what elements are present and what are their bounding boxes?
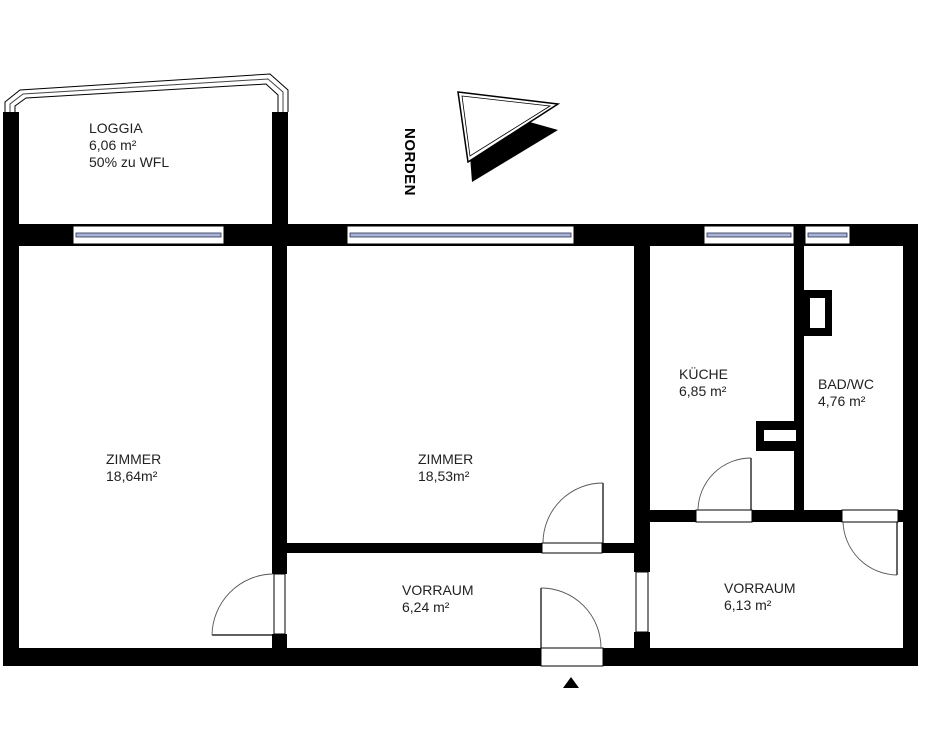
room-area: 4,76 m² [818, 393, 866, 409]
wall-zimmer-divider-lower [272, 634, 287, 654]
room-note: 50% zu WFL [89, 154, 170, 170]
room-name: BAD/WC [818, 376, 874, 392]
right-wall [903, 224, 918, 666]
window-kueche [703, 225, 795, 245]
room-label-loggia: LOGGIA 6,06 m² 50% zu WFL [89, 120, 169, 171]
room-label-kueche: KÜCHE 6,85 m² [679, 366, 728, 400]
north-label: NORDEN [401, 128, 418, 197]
room-area: 6,06 m² [89, 137, 137, 153]
door-entrance[interactable] [540, 587, 604, 667]
door-zimmer-left[interactable] [211, 573, 286, 636]
wall-zimmer-vorraum-right [602, 543, 644, 553]
wall-zimmer-kueche [634, 224, 650, 572]
room-area: 6,24 m² [402, 599, 450, 615]
room-area: 18,64m² [106, 468, 158, 484]
room-label-zimmer-left: ZIMMER 18,64m² [106, 451, 161, 485]
north-arrow-icon [457, 91, 561, 182]
loggia-wall-right [272, 112, 288, 224]
chimney-shaft-upper [802, 290, 832, 336]
door-zimmer-mid[interactable] [541, 482, 604, 554]
room-label-vorraum-mid: VORRAUM 6,24 m² [402, 582, 474, 616]
room-name: ZIMMER [418, 451, 474, 467]
wall-kueche-vorraum [644, 510, 696, 522]
bottom-wall [3, 648, 918, 666]
room-name: LOGGIA [89, 120, 143, 136]
wall-vorraum-divider-lower [634, 632, 650, 654]
wall-bad-vorraum-right [898, 510, 908, 522]
door-bad[interactable] [841, 509, 899, 576]
door-vorraum-divider[interactable] [635, 571, 649, 633]
room-name: VORRAUM [724, 580, 796, 596]
wall-zimmer-vorraum [272, 543, 542, 553]
entrance-triangle-icon [563, 677, 579, 688]
room-name: ZIMMER [106, 451, 162, 467]
room-name: KÜCHE [679, 366, 729, 382]
room-name: VORRAUM [402, 582, 474, 598]
wall-kueche-bad [794, 224, 804, 516]
room-area: 6,85 m² [679, 383, 727, 399]
window-zimmer-left [72, 225, 225, 245]
room-label-vorraum-right: VORRAUM 6,13 m² [724, 580, 796, 614]
room-area: 6,13 m² [724, 597, 772, 613]
room-label-zimmer-mid: ZIMMER 18,53m² [418, 451, 473, 485]
room-label-bad: BAD/WC 4,76 m² [818, 376, 874, 410]
left-wall [3, 224, 19, 666]
door-kueche[interactable] [695, 457, 753, 523]
loggia-balustrade [4, 73, 289, 112]
window-bad [804, 225, 851, 245]
room-area: 18,53m² [418, 468, 470, 484]
chimney-shaft-lower [756, 421, 800, 451]
loggia-wall-left [3, 112, 19, 224]
window-zimmer-mid [346, 225, 575, 245]
wall-zimmer-divider [272, 224, 287, 574]
